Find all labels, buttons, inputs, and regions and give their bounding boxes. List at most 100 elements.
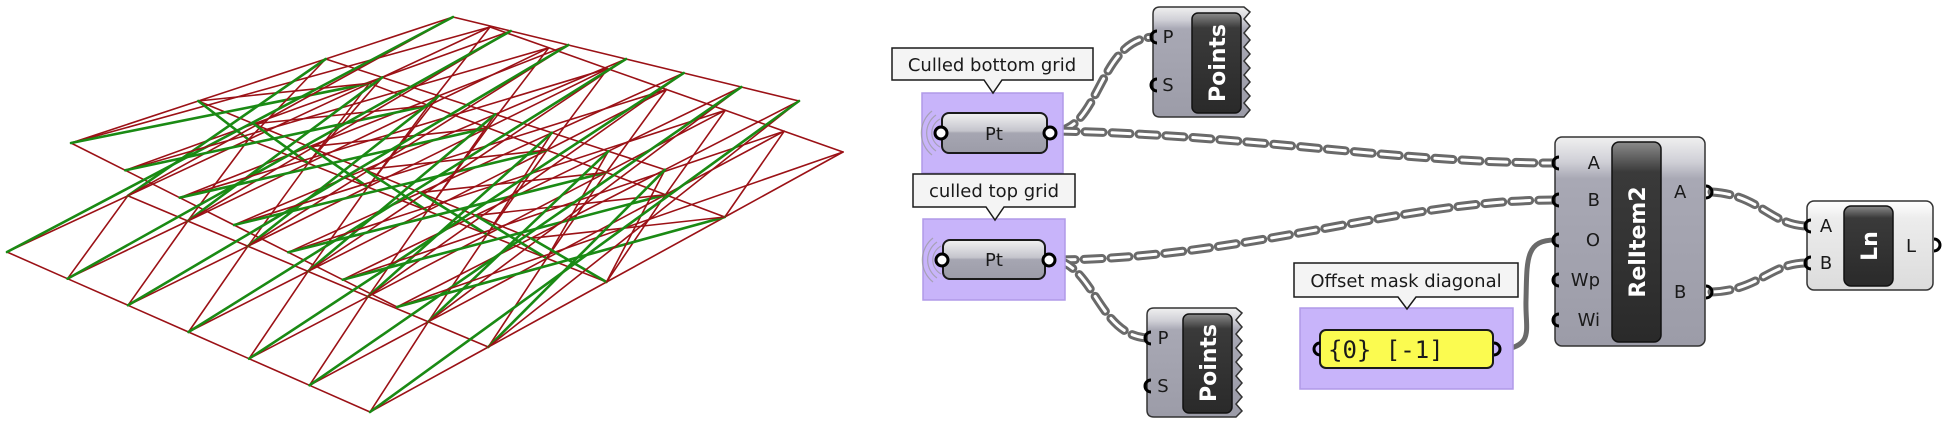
top-chord-90	[124, 123, 255, 172]
group-offset-mask-diagonal[interactable]: Offset mask diagonal {0} [-1]	[1293, 262, 1519, 390]
input-port-b[interactable]	[1551, 192, 1560, 208]
input-port-s[interactable]	[1149, 77, 1158, 93]
output-port-a[interactable]	[1705, 184, 1714, 200]
output-port[interactable]	[1041, 252, 1057, 268]
bottom-chord-42	[605, 171, 667, 196]
wire-pt2-to-points2[interactable]	[1052, 255, 1152, 343]
web-member-145	[308, 127, 489, 148]
input-port[interactable]	[934, 252, 950, 268]
bottom-chord-38	[367, 295, 430, 323]
wire-pt1-to-points1[interactable]	[1053, 32, 1158, 136]
input-port-s[interactable]	[1143, 378, 1152, 394]
bottom-chord-55	[487, 281, 608, 348]
output-label-b: B	[1674, 282, 1686, 303]
top-chord-94	[381, 30, 512, 79]
top-chord-118	[341, 214, 477, 281]
input-port-p[interactable]	[1149, 29, 1158, 45]
input-label-a: A	[1588, 153, 1601, 174]
panel-output-port[interactable]	[1493, 341, 1502, 357]
web-member-171	[545, 150, 610, 260]
bottom-chord-28	[187, 270, 309, 333]
highlighted-diagonal-178	[529, 237, 608, 284]
web-member-151	[233, 88, 668, 226]
wire-pt1-to-relitem-a[interactable]	[1053, 126, 1560, 168]
group-culled-bottom-grid[interactable]: Culled bottom grid Pt	[891, 47, 1094, 174]
top-chord-108	[494, 58, 627, 116]
points-preview-node-1[interactable]: Points P S	[1149, 6, 1252, 118]
top-chord-102	[567, 44, 627, 60]
highlighted-diagonal-136	[124, 104, 430, 172]
wire-relitem-a-to-line-a[interactable]	[1707, 187, 1812, 231]
web-member-139	[307, 76, 384, 164]
highlighted-diagonal-156	[306, 113, 497, 273]
bottom-chord-15	[427, 104, 489, 129]
panel-node[interactable]: {0} [-1]	[1312, 329, 1502, 369]
group-culled-top-grid[interactable]: culled top grid Pt	[912, 173, 1076, 301]
line-node[interactable]: Ln A B L	[1803, 200, 1942, 291]
bottom-chord-33	[546, 149, 608, 174]
group-label-callout: Culled bottom grid	[891, 47, 1094, 95]
top-chord-96	[178, 196, 235, 226]
input-port-a[interactable]	[1803, 218, 1812, 234]
bottom-diagonal-73	[605, 88, 668, 174]
web-member-157	[307, 58, 627, 273]
input-port-a[interactable]	[1551, 155, 1560, 171]
bottom-chord-7	[368, 26, 491, 85]
top-chord-116	[682, 72, 743, 88]
bottom-chord-27	[187, 331, 250, 360]
wires	[1052, 32, 1812, 353]
highlighted-diagonal-166	[247, 71, 686, 361]
top-chord-101	[437, 44, 570, 97]
node-title: RelItem2	[1626, 186, 1651, 297]
rhino-viewport[interactable]	[0, 0, 870, 429]
input-port-p[interactable]	[1143, 330, 1152, 346]
output-port-l[interactable]	[1933, 237, 1942, 253]
highlighted-diagonal-168	[341, 193, 667, 282]
output-port-b[interactable]	[1705, 284, 1714, 300]
input-label-s: S	[1157, 376, 1168, 397]
top-chord-123	[740, 86, 800, 102]
relitem2-node[interactable]: RelItem2 A B O Wp Wi A B	[1551, 136, 1714, 347]
highlighted-diagonal-142	[66, 29, 513, 281]
bottom-chord-36	[248, 357, 311, 387]
web-member-177	[530, 216, 726, 240]
point-param-node[interactable]: Pt	[933, 112, 1058, 154]
top-chord-85	[197, 58, 327, 102]
input-port-wi[interactable]	[1551, 312, 1560, 328]
wire-pt2-to-relitem-b[interactable]	[1052, 195, 1560, 265]
bottom-diagonal-72	[486, 149, 548, 236]
point-param-node[interactable]: Pt	[934, 239, 1057, 280]
bottom-diagonal-61	[427, 26, 491, 107]
output-port[interactable]	[1042, 125, 1058, 141]
input-port-b[interactable]	[1803, 255, 1812, 271]
param-label: Pt	[985, 250, 1003, 271]
input-label-b: B	[1588, 190, 1600, 211]
panel-input-port[interactable]	[1312, 341, 1321, 357]
bottom-diagonal-63	[247, 162, 310, 247]
top-chord-109	[625, 58, 685, 74]
highlighted-diagonal-138	[252, 122, 310, 165]
web-member-149	[247, 44, 570, 247]
bottom-chord-18	[127, 304, 190, 333]
web-member-153	[363, 149, 548, 171]
bottom-chord-54	[369, 346, 490, 413]
input-port[interactable]	[933, 125, 949, 141]
top-chord-87	[324, 16, 454, 60]
web-member-163	[486, 132, 553, 236]
wire-panel-to-relitem-o[interactable]	[1501, 237, 1556, 353]
input-port-wp[interactable]	[1551, 272, 1560, 288]
web-member-143	[178, 67, 609, 199]
input-port-o[interactable]	[1551, 232, 1560, 248]
panel-value[interactable]: {0} [-1]	[1328, 336, 1444, 364]
web-member-181	[487, 100, 800, 348]
bottom-chord-26	[606, 67, 668, 91]
grasshopper-canvas[interactable]: Culled bottom grid Pt culled top grid	[870, 0, 1958, 429]
bottom-diagonal-66	[187, 245, 249, 333]
group-label: Culled bottom grid	[908, 55, 1076, 76]
node-title: Points	[1206, 24, 1231, 102]
points-preview-node-2[interactable]: Points P S	[1143, 307, 1244, 418]
output-label-a: A	[1674, 182, 1687, 203]
wire-relitem-b-to-line-b[interactable]	[1707, 258, 1812, 297]
bottom-chord-0	[6, 251, 69, 280]
highlighted-diagonal-134	[5, 15, 455, 254]
